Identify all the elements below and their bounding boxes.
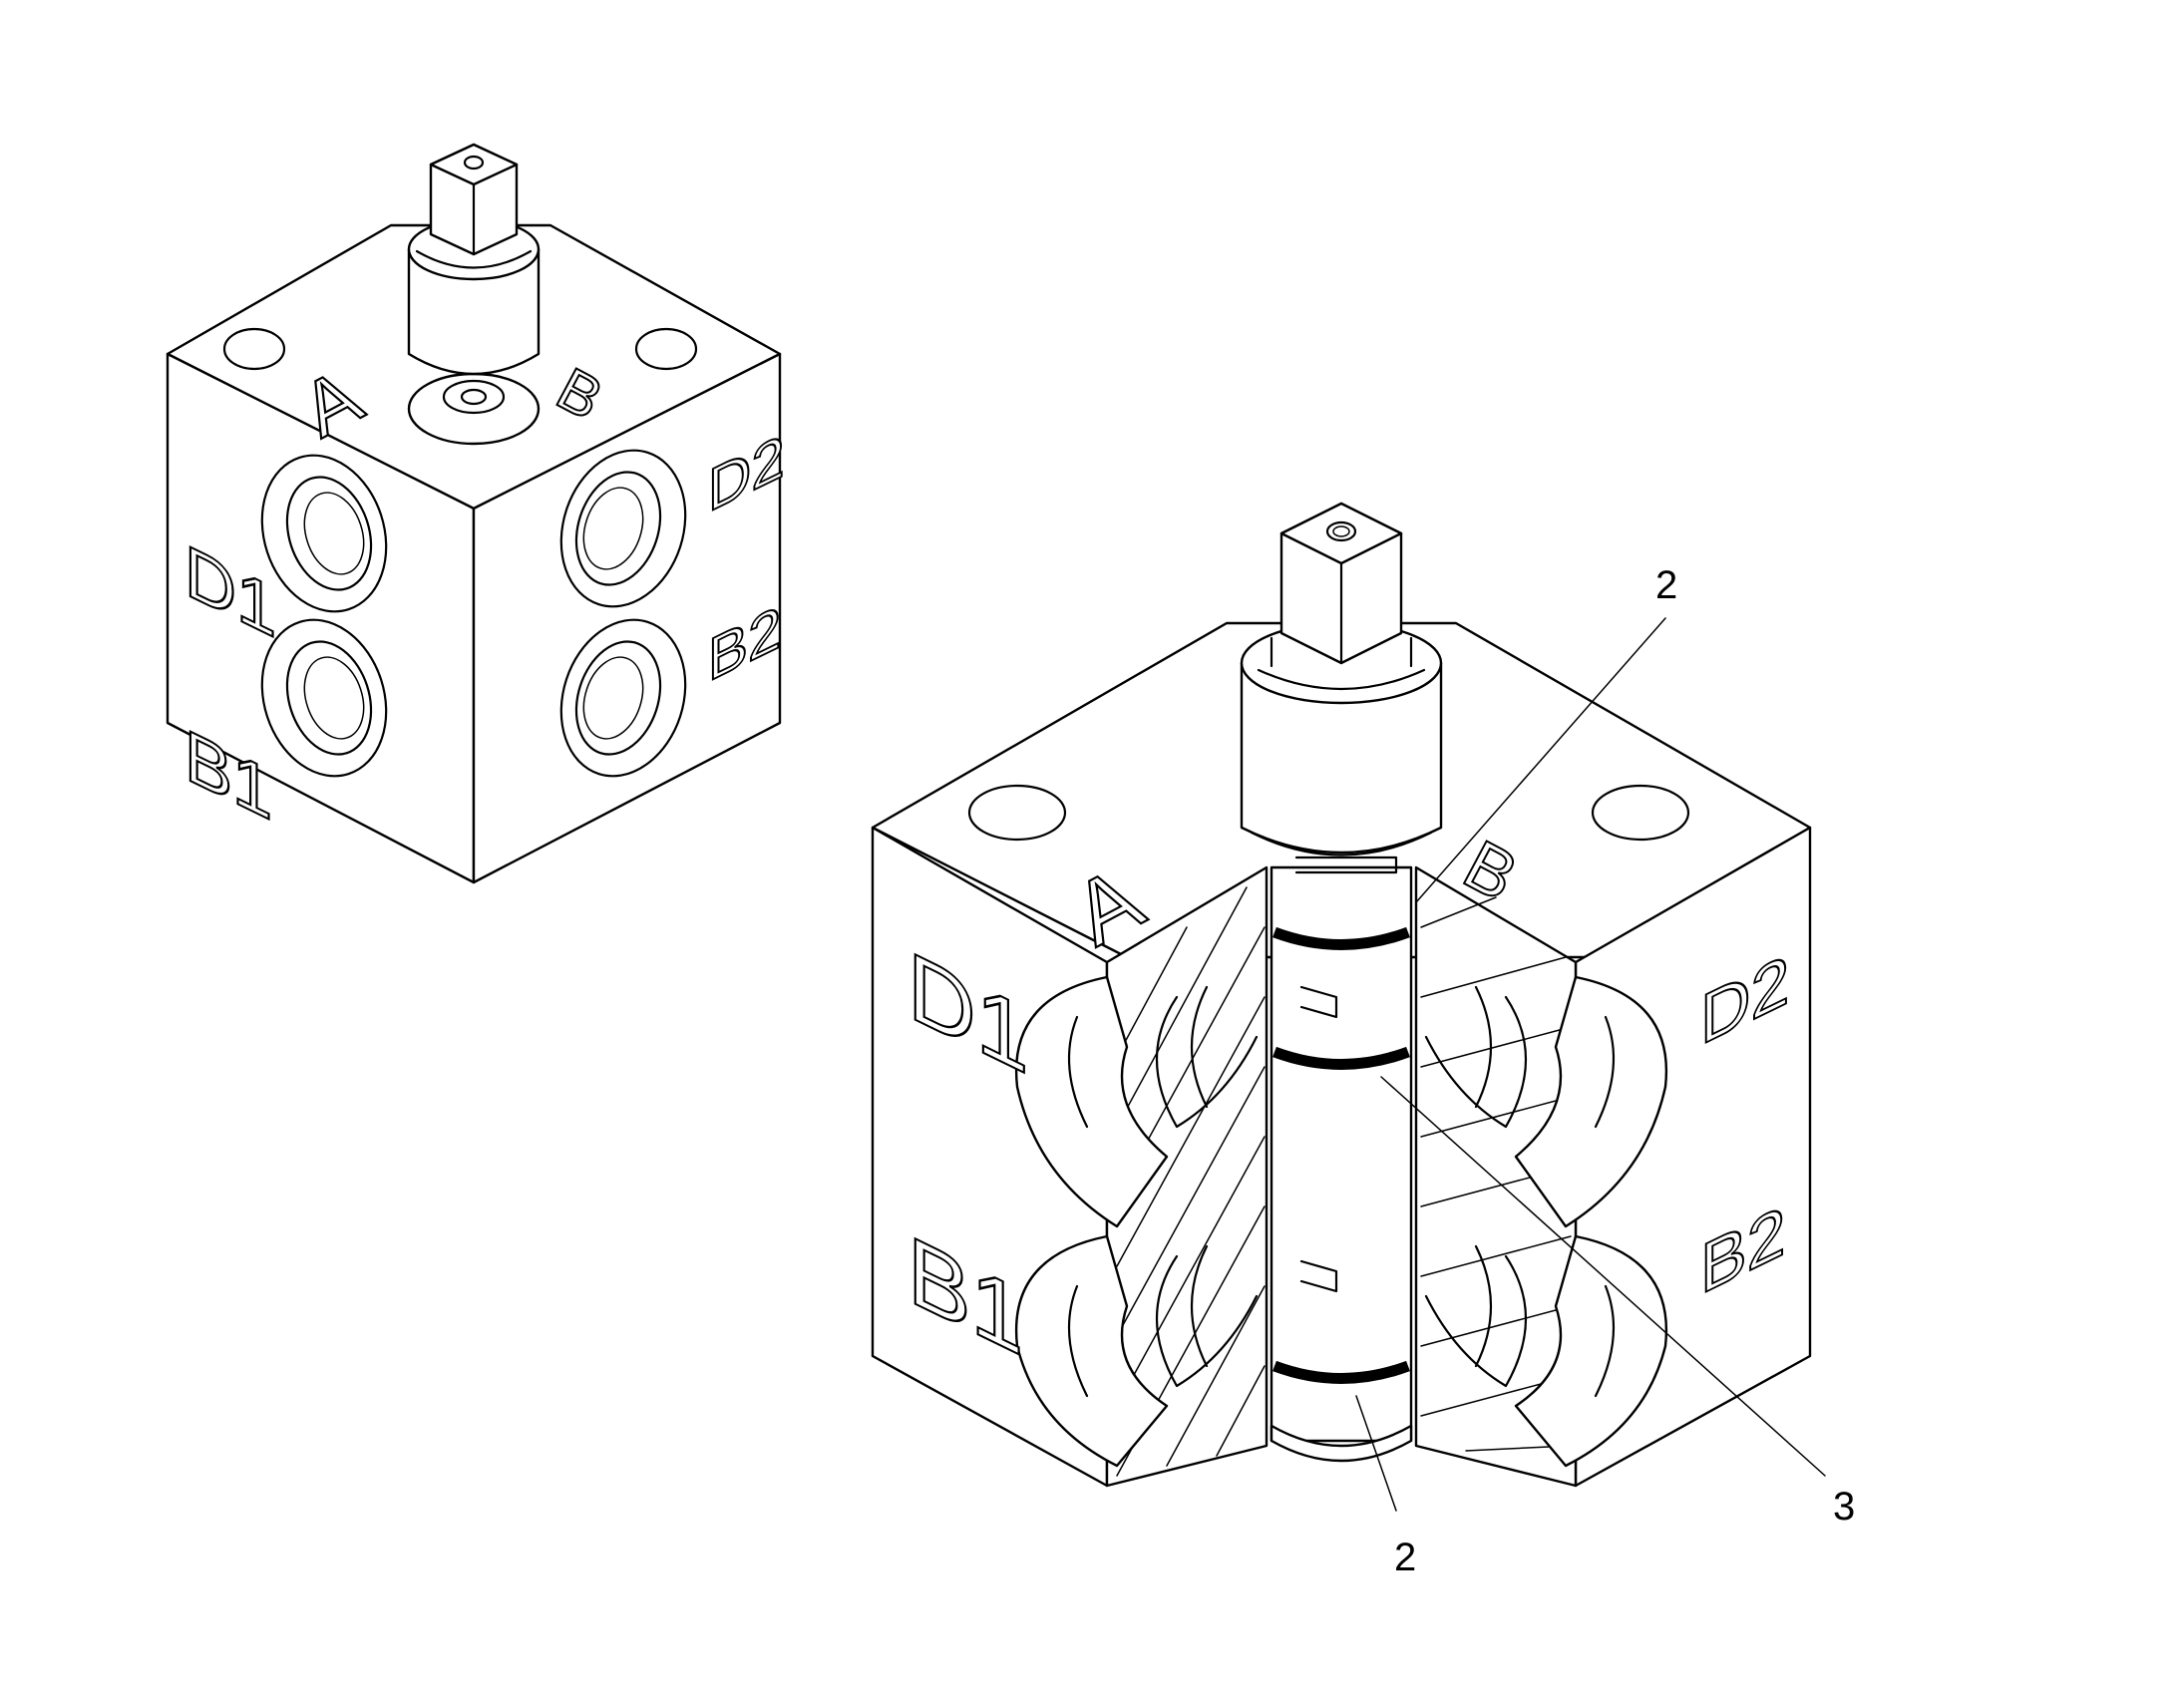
callout-top-oring: 2 — [1655, 563, 1677, 607]
oring-top — [1272, 926, 1410, 950]
small-port-b2 — [559, 618, 687, 778]
small-port-d2 — [559, 449, 687, 608]
small-block-right-face — [472, 352, 782, 884]
section-cut-left — [1105, 865, 1269, 1488]
section-port-b2-cavity — [1424, 1234, 1668, 1468]
small-valve-block: A B D1 B1 D2 B2 — [166, 143, 786, 884]
section-cartridge — [1240, 502, 1443, 1463]
section-port-b1-cavity — [1014, 1234, 1259, 1468]
section-mount-hole-right — [1591, 784, 1690, 842]
leader-top-oring — [1415, 617, 1666, 903]
leader-middle-oring — [1380, 1076, 1826, 1477]
sectioned-valve-block: A B D1 B1 D2 B2 — [871, 502, 1812, 1488]
oring-bottom — [1272, 1360, 1410, 1384]
oring-middle — [1272, 1046, 1410, 1070]
callouts: 2 3 2 — [1355, 563, 1855, 1579]
callout-bottom-oring: 2 — [1394, 1536, 1416, 1579]
small-mount-hole-right — [634, 327, 698, 371]
small-port-b1 — [260, 618, 388, 778]
leader-bottom-oring — [1355, 1395, 1397, 1512]
section-port-d2-cavity — [1424, 975, 1668, 1228]
callout-middle-oring: 3 — [1833, 1485, 1855, 1529]
small-port-d1 — [260, 454, 388, 613]
section-port-d1-cavity — [1014, 975, 1259, 1228]
small-mount-hole-left — [222, 327, 286, 371]
section-mount-hole-left — [967, 784, 1067, 842]
small-cartridge — [407, 143, 541, 446]
section-cut-right — [1414, 865, 1578, 1488]
